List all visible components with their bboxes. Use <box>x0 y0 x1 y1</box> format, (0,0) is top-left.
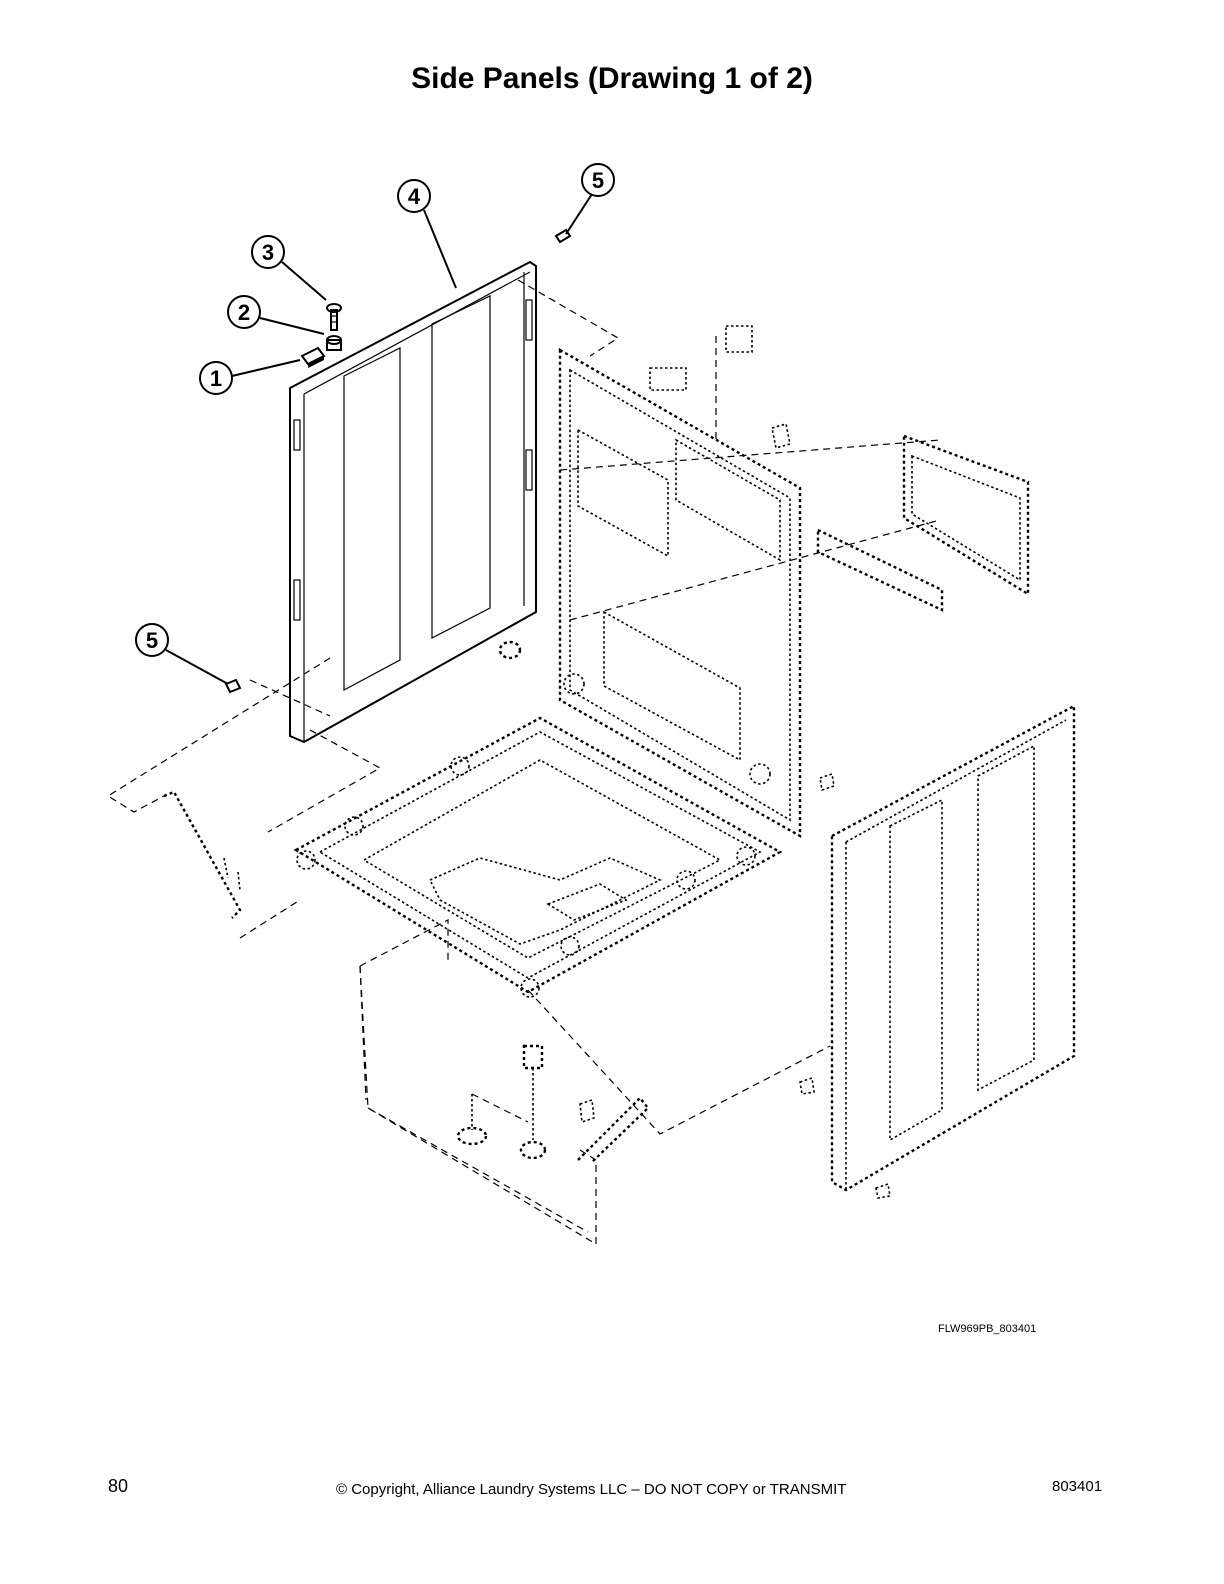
bumper-part-1 <box>300 346 326 368</box>
screw-part-5-upper <box>554 228 572 244</box>
kick-panel <box>359 919 597 1245</box>
left-bracket <box>163 790 242 919</box>
assembly-guide-lines <box>106 279 941 1135</box>
callout-4: 4 <box>397 179 457 289</box>
base-frame <box>293 716 783 998</box>
callout-label: 5 <box>146 628 158 653</box>
screw-part-5-lower <box>224 678 242 694</box>
drawing-code: FLW969PB_803401 <box>938 1323 1037 1335</box>
screw-part-3 <box>326 303 342 331</box>
callout-5-upper: 5 <box>565 163 615 235</box>
spacer-part-2 <box>326 335 342 351</box>
copyright-notice: © Copyright, Alliance Laundry Systems LL… <box>336 1481 847 1498</box>
side-panel-part-4 <box>289 260 537 744</box>
callout-label: 2 <box>238 300 250 325</box>
callout-5-lower: 5 <box>135 623 229 685</box>
callout-label: 5 <box>592 168 604 193</box>
right-side-panel <box>799 703 1076 1199</box>
document-number: 803401 <box>1052 1478 1103 1495</box>
callout-label: 1 <box>210 366 222 391</box>
page-title: Side Panels (Drawing 1 of 2) <box>411 62 813 95</box>
callout-1: 1 <box>199 359 301 395</box>
control-bracket <box>771 422 1030 612</box>
leveling-leg <box>456 1044 547 1160</box>
rear-panel <box>498 325 802 839</box>
callout-2: 2 <box>227 295 325 335</box>
callout-label: 3 <box>262 240 274 265</box>
lower-bracket <box>577 1096 650 1163</box>
callout-3: 3 <box>251 235 327 301</box>
callout-label: 4 <box>408 184 421 209</box>
page-number: 80 <box>108 1476 129 1496</box>
